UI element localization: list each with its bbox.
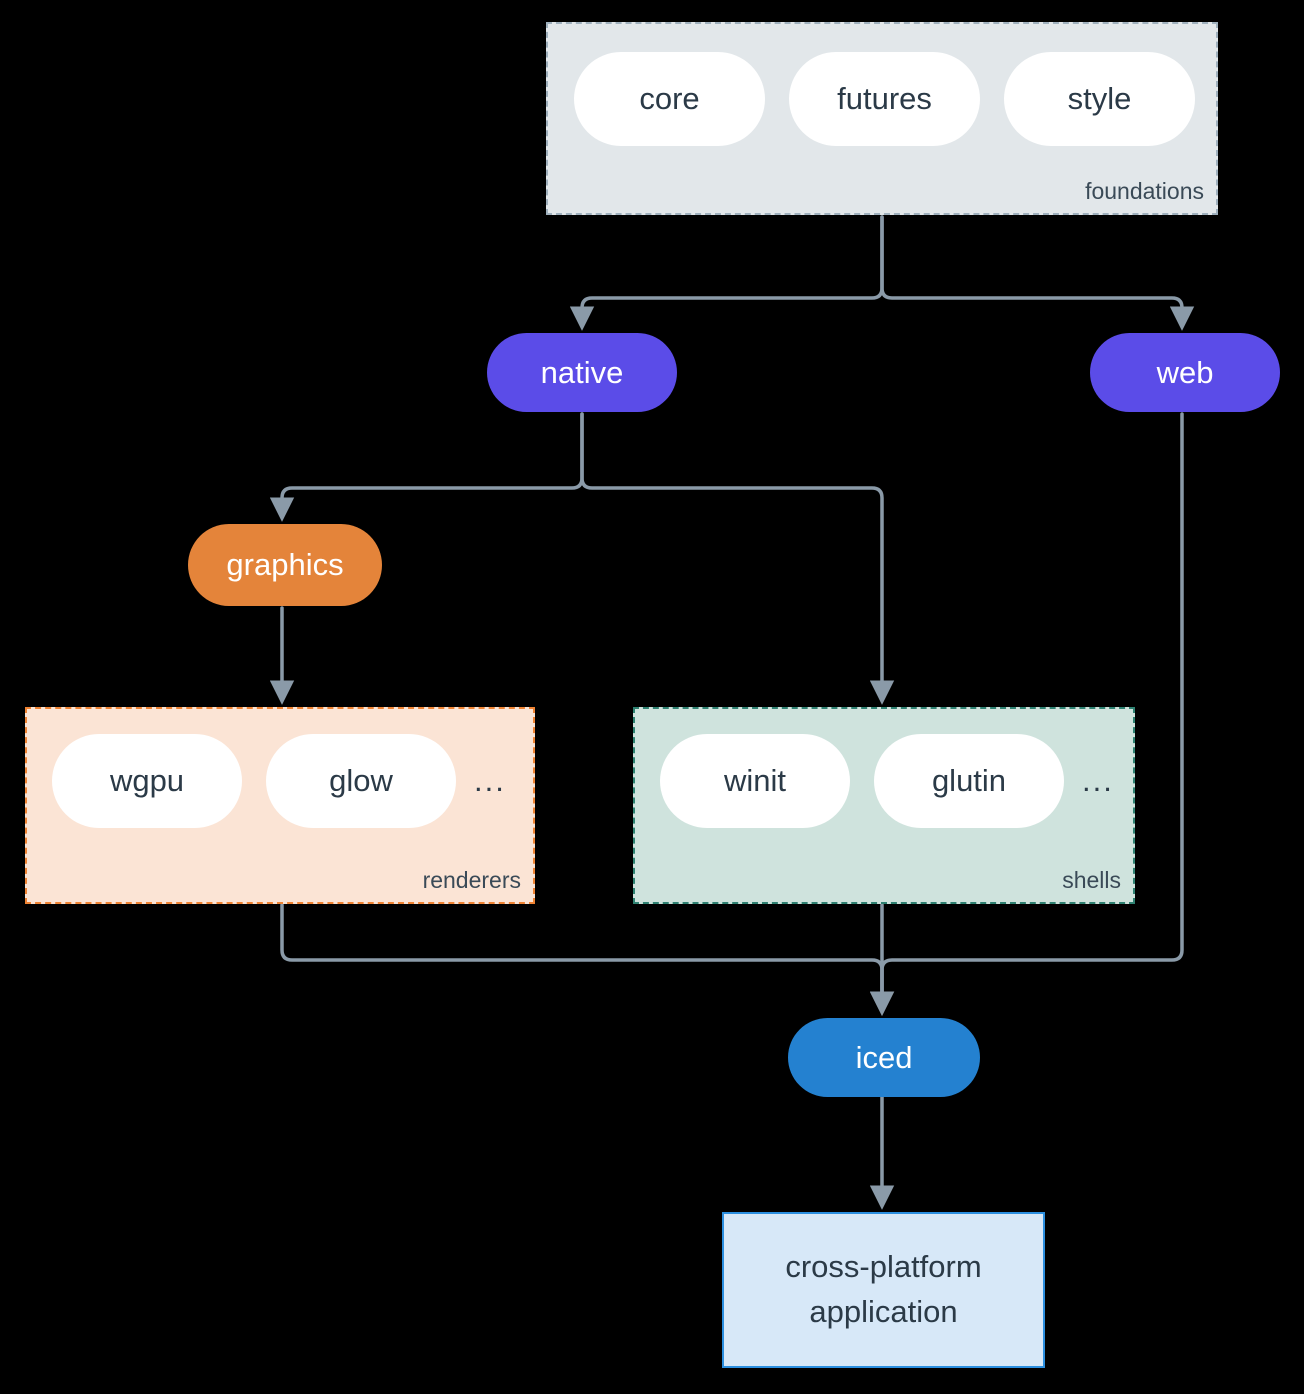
edge-native-shells — [580, 412, 895, 705]
group-label-foundations: foundations — [1085, 178, 1204, 204]
group-label-shells: shells — [1062, 867, 1121, 893]
edge-foundations-native — [569, 215, 884, 331]
node-native[interactable]: native — [487, 333, 677, 412]
node-web[interactable]: web — [1090, 333, 1280, 412]
leaf-core[interactable]: core — [574, 52, 765, 146]
leaf-glutin[interactable]: glutin — [874, 734, 1064, 828]
group-shells: winit glutin ... shells — [633, 707, 1135, 904]
node-graphics[interactable]: graphics — [188, 524, 382, 606]
leaf-overflow-renderers: ... — [474, 763, 506, 798]
edge-native-graphics — [269, 412, 584, 522]
node-cross-platform-application[interactable]: cross-platform application — [722, 1212, 1045, 1368]
group-renderers: wgpu glow ... renderers — [25, 707, 535, 904]
leaf-glow[interactable]: glow — [266, 734, 456, 828]
app-box-line-2: application — [809, 1294, 958, 1329]
edge-foundations-web — [880, 215, 1195, 331]
leaf-futures[interactable]: futures — [789, 52, 980, 146]
leaf-winit[interactable]: winit — [660, 734, 850, 828]
node-iced[interactable]: iced — [788, 1018, 980, 1097]
leaf-style[interactable]: style — [1004, 52, 1195, 146]
edge-renderers-iced — [280, 903, 895, 1016]
leaf-overflow-shells: ... — [1082, 763, 1114, 798]
group-label-renderers: renderers — [422, 867, 521, 893]
leaf-wgpu[interactable]: wgpu — [52, 734, 242, 828]
app-box-line-1: cross-platform — [785, 1249, 982, 1285]
group-foundations: core futures style foundations — [546, 22, 1218, 215]
